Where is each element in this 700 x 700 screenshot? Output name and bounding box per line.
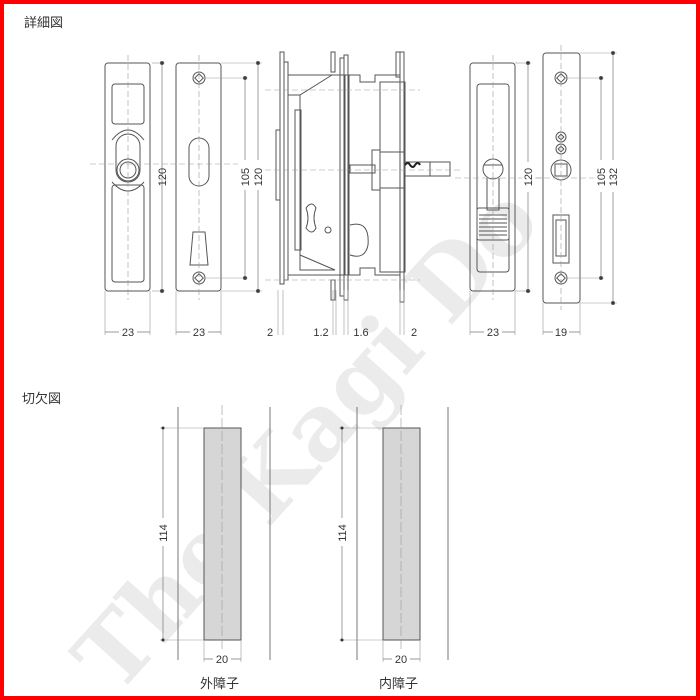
dim-side-right-plate: 2	[411, 327, 417, 339]
dim-inner-cutout-height: 114	[337, 524, 349, 542]
dim-side-right-gap: 1.6	[353, 327, 368, 339]
cutout-section-title: 切欠図	[22, 392, 62, 407]
dim-inner-faceplate-screw-pitch: 105	[596, 168, 608, 186]
detail-section-title: 詳細図	[24, 16, 64, 31]
dim-outer-faceplate-screw-pitch: 105	[240, 168, 252, 186]
dim-inner-cutout-width: 20	[395, 654, 407, 666]
dim-inner-handle-width: 23	[487, 327, 499, 339]
dim-outer-cutout-width: 20	[216, 654, 228, 666]
outer-cutout-view	[160, 405, 271, 662]
dim-outer-faceplate-height: 120	[253, 168, 265, 186]
inner-cutout-label: 内障子	[379, 677, 419, 692]
inner-faceplate-view	[535, 45, 617, 335]
inner-handle-front-view	[455, 55, 545, 335]
outer-faceplate-view	[170, 55, 262, 335]
dim-side-left-plate: 2	[267, 327, 273, 339]
side-section-view	[265, 51, 460, 335]
dim-outer-handle-width: 23	[122, 327, 134, 339]
watermark: The Kagi Do	[53, 165, 560, 700]
outer-cutout-label: 外障子	[200, 677, 240, 692]
dim-outer-faceplate-width: 23	[193, 327, 205, 339]
inner-cutout-view	[339, 405, 449, 662]
outer-handle-front-view	[90, 55, 170, 335]
dim-inner-handle-height: 120	[523, 168, 535, 186]
dim-inner-faceplate-height: 132	[608, 168, 620, 186]
svg-text:The Kagi Do: The Kagi Do	[53, 165, 560, 700]
dim-outer-handle-height: 120	[157, 168, 169, 186]
dim-outer-cutout-height: 114	[158, 524, 170, 542]
dim-inner-faceplate-width: 19	[555, 327, 567, 339]
dim-side-left-gap: 1.2	[313, 327, 328, 339]
